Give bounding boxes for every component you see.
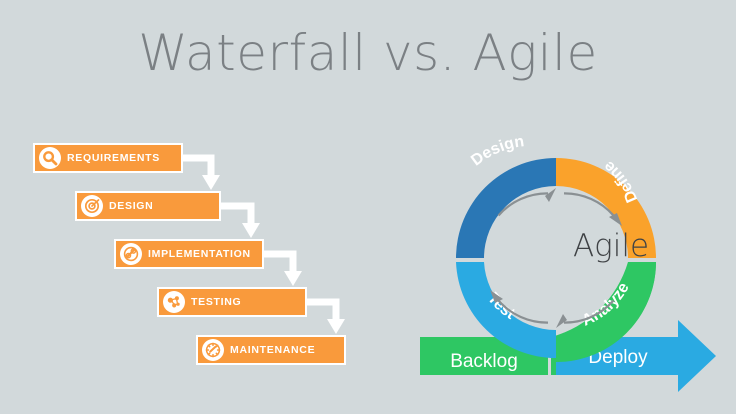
agile-segment-label: Design [468, 133, 525, 169]
waterfall-diagram: REQUIREMENTS DESIGN [33, 143, 346, 365]
agile-segment-test[interactable]: Test [456, 262, 556, 359]
agile-backlog-label: Backlog [450, 351, 518, 372]
waterfall-step-maintenance[interactable]: MAINTENANCE [196, 335, 346, 365]
agile-center-label: Agile [572, 228, 650, 264]
waterfall-step-label: DESIGN [109, 200, 154, 212]
cog-icon [202, 339, 224, 361]
magnifier-icon [39, 147, 61, 169]
waterfall-step-requirements[interactable]: REQUIREMENTS [33, 143, 183, 173]
page-title: Waterfall vs. Agile [138, 24, 598, 82]
agile-diagram: Backlog Deploy Design Define [400, 0, 736, 414]
waterfall-step-testing[interactable]: TESTING [157, 287, 307, 317]
waterfall-step-label: MAINTENANCE [230, 344, 316, 356]
waterfall-step-implementation[interactable]: IMPLEMENTATION [114, 239, 264, 269]
waterfall-step-label: REQUIREMENTS [67, 152, 160, 164]
waterfall-connectors [183, 154, 345, 334]
target-icon [81, 195, 103, 217]
waterfall-step-label: TESTING [191, 296, 242, 308]
molecule-icon [163, 291, 185, 313]
agile-deploy-label: Deploy [588, 347, 648, 368]
agile-flow-arrowheads [490, 188, 622, 328]
agile-flow-arrows [497, 192, 615, 324]
gears-icon [120, 243, 142, 265]
waterfall-step-label: IMPLEMENTATION [148, 248, 251, 260]
waterfall-step-design[interactable]: DESIGN [75, 191, 221, 221]
agile-segment-design[interactable]: Design [456, 133, 556, 258]
